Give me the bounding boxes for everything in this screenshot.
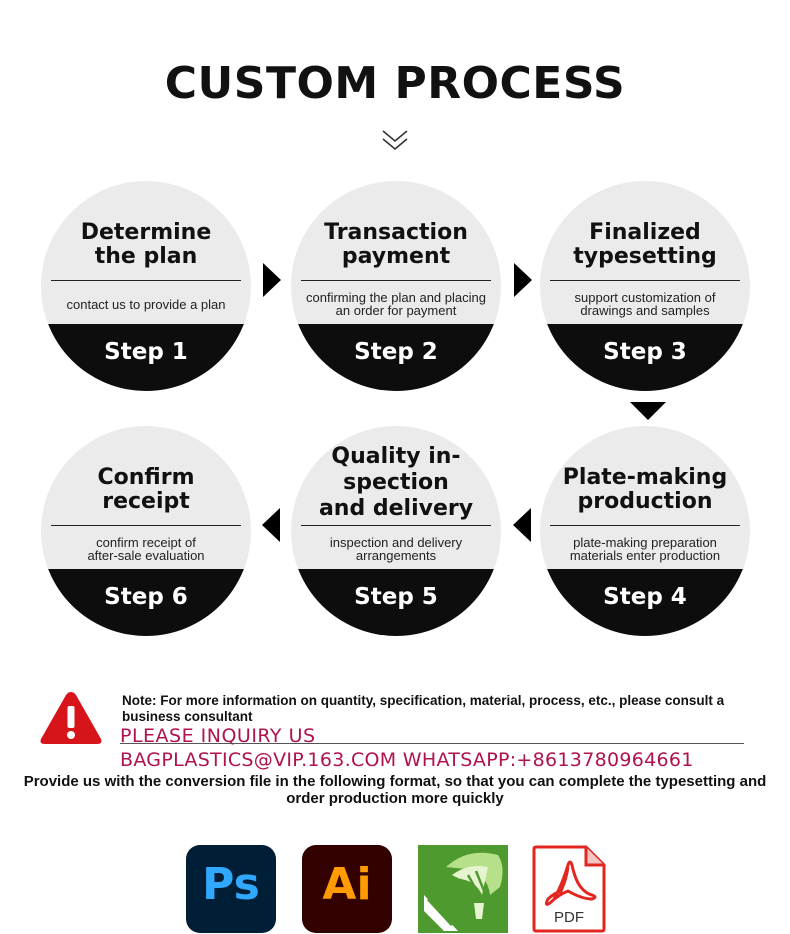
chevron-down-icon — [382, 130, 408, 151]
photoshop-icon: Ps — [186, 845, 276, 933]
step-number: Step 1 — [104, 339, 188, 365]
divider — [120, 743, 744, 744]
divider — [550, 525, 740, 526]
arrow-left-icon — [513, 508, 531, 542]
coreldraw-icon — [418, 845, 508, 933]
step-card-5: Quality in- spection and delivery inspec… — [291, 426, 501, 636]
pdf-label: PDF — [554, 909, 584, 926]
arrow-left-icon — [262, 508, 280, 542]
photoshop-label: Ps — [202, 859, 260, 910]
divider — [301, 280, 491, 281]
divider — [550, 280, 740, 281]
step-footer — [291, 324, 501, 391]
page-title: CUSTOM PROCESS — [164, 58, 626, 109]
step-footer — [540, 569, 750, 636]
step-footer — [540, 324, 750, 391]
step-card-3: Finalized typesetting support customizat… — [540, 181, 750, 391]
step-heading: Determine the plan — [80, 220, 212, 269]
step-card-1: Determine the plan contact us to provide… — [41, 181, 251, 391]
step-number: Step 2 — [354, 339, 438, 365]
step-number: Step 4 — [603, 584, 687, 610]
step-heading: Quality in- spection and delivery — [318, 444, 474, 521]
step-footer — [41, 324, 251, 391]
step-description: contact us to provide a plan — [66, 296, 226, 312]
pdf-icon: PDF — [532, 845, 606, 933]
divider — [301, 525, 491, 526]
step-footer — [41, 569, 251, 636]
arrow-down-icon — [630, 402, 666, 420]
inquiry-heading: PLEASE INQUIRY US — [120, 725, 316, 747]
step-heading: Transaction payment — [324, 220, 468, 269]
step-heading: Finalized typesetting — [573, 220, 717, 269]
provide-text: Provide us with the conversion file in t… — [23, 773, 767, 807]
illustrator-label: Ai — [322, 859, 372, 910]
warning-icon — [40, 692, 102, 744]
divider — [51, 525, 241, 526]
note-text: Note: For more information on quantity, … — [122, 693, 725, 724]
step-footer — [291, 569, 501, 636]
step-number: Step 5 — [354, 584, 438, 610]
illustrator-icon: Ai — [302, 845, 392, 933]
step-card-4: Plate-making production plate-making pre… — [540, 426, 750, 636]
step-number: Step 3 — [603, 339, 687, 365]
contact-info: BAGPLASTICS@VIP.163.COM WHATSAPP:+861378… — [120, 749, 694, 771]
divider — [51, 280, 241, 281]
step-card-2: Transaction payment confirming the plan … — [291, 181, 501, 391]
step-heading: Confirm receipt — [97, 465, 195, 514]
arrow-right-icon — [263, 263, 281, 297]
step-heading: Plate-making production — [562, 465, 728, 514]
step-number: Step 6 — [104, 584, 188, 610]
arrow-right-icon — [514, 263, 532, 297]
